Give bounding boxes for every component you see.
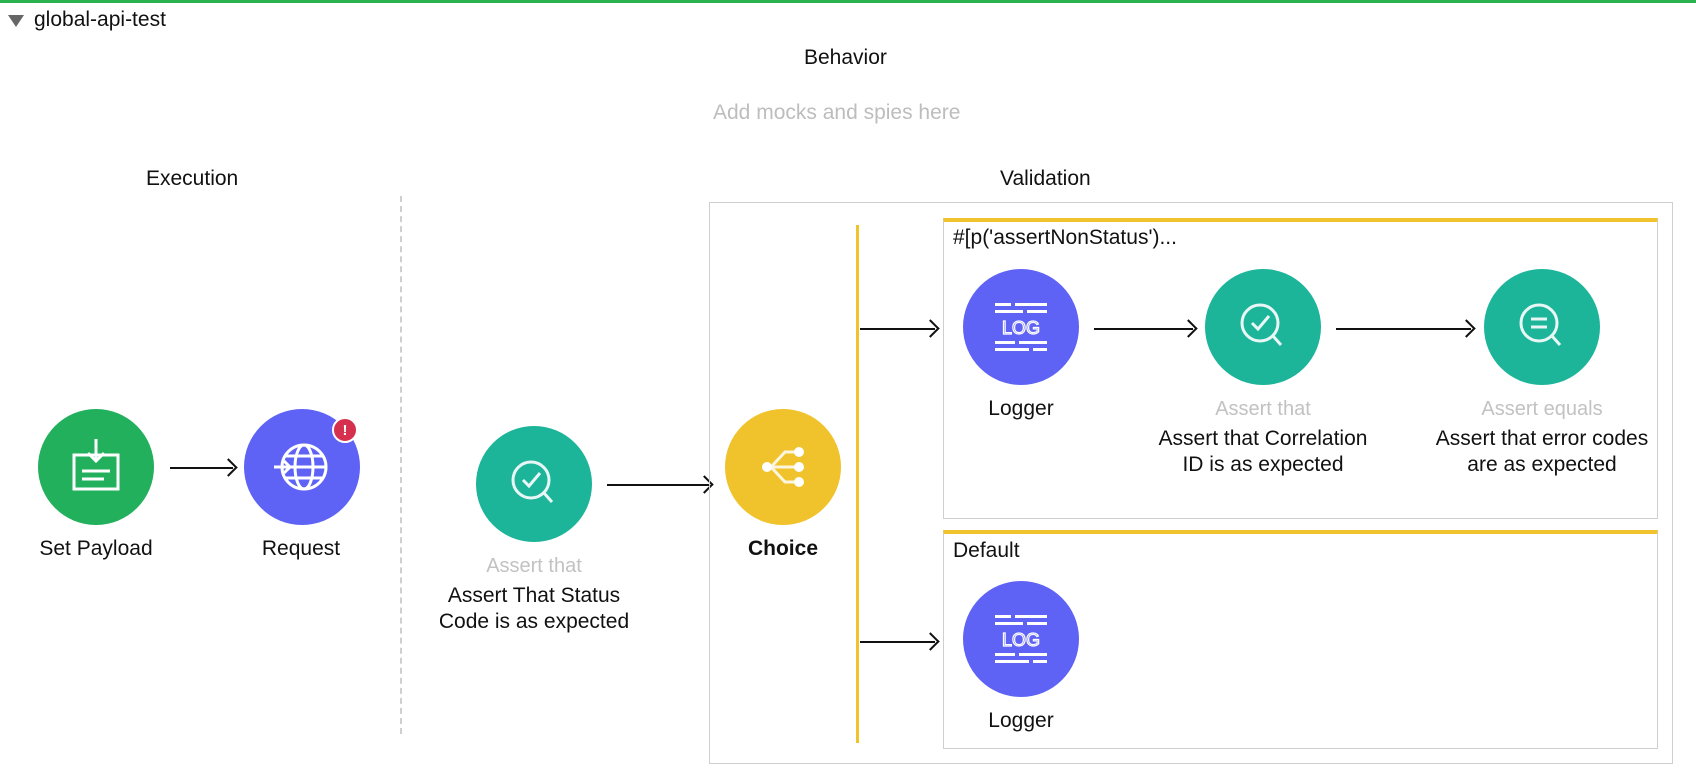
log-icon: LOG [995,303,1047,351]
assert-correlation-type: Assert that [1215,398,1311,420]
set-payload-icon [72,439,120,491]
connector-arrow [1094,328,1193,330]
assert-equals-circle[interactable] [1484,269,1600,385]
flow-header[interactable]: global-api-test [8,6,166,34]
assert-correlation-label: Assert that Correlation ID is as expecte… [1158,427,1368,476]
error-badge[interactable]: ! [332,417,358,443]
route-condition-box [943,218,1658,519]
route-arrow [860,328,935,330]
validation-label: Validation [1000,167,1091,190]
svg-text:LOG: LOG [1002,630,1040,650]
collapse-triangle-icon[interactable] [8,15,24,27]
behavior-label: Behavior [804,46,887,69]
connector-arrow [1336,328,1471,330]
assert-that-icon [1240,303,1283,346]
choice-label: Choice [747,537,818,560]
top-accent-bar [0,0,1696,3]
set-payload-circle[interactable] [38,409,154,525]
status-assert-type: Assert that [486,555,582,577]
default-logger-label: Logger [988,709,1054,732]
choice-circle[interactable] [725,409,841,525]
assert-equals-type: Assert equals [1481,398,1603,420]
assert-correlation-circle[interactable] [1205,269,1321,385]
status-assert-circle[interactable] [476,426,592,542]
flow-name: global-api-test [34,8,166,31]
globe-icon [274,443,328,491]
connector-arrow [170,467,233,469]
set-payload-label: Set Payload [39,537,153,560]
svg-text:LOG: LOG [1002,318,1040,338]
assert-that-icon [511,460,554,503]
logger-circle[interactable]: LOG [963,269,1079,385]
request-label: Request [261,537,341,560]
route-default-box [943,530,1658,749]
route-default-label[interactable]: Default [953,539,1020,562]
choice-route-line [856,225,859,743]
behavior-placeholder[interactable]: Add mocks and spies here [713,101,961,124]
route-condition-label[interactable]: #[p('assertNonStatus')... [953,226,1177,249]
assert-equals-icon [1519,303,1562,346]
validation-container [709,202,1673,764]
route-arrow [860,641,935,643]
assert-equals-label: Assert that error codes are as expected [1435,427,1649,476]
logger-label: Logger [988,397,1054,420]
section-divider [400,196,402,734]
connector-arrow [607,484,709,486]
execution-label: Execution [146,167,239,190]
log-icon: LOG [995,615,1047,663]
default-logger-circle[interactable]: LOG [963,581,1079,697]
status-assert-label: Assert That Status Code is as expected [438,584,630,633]
choice-icon [762,447,804,487]
